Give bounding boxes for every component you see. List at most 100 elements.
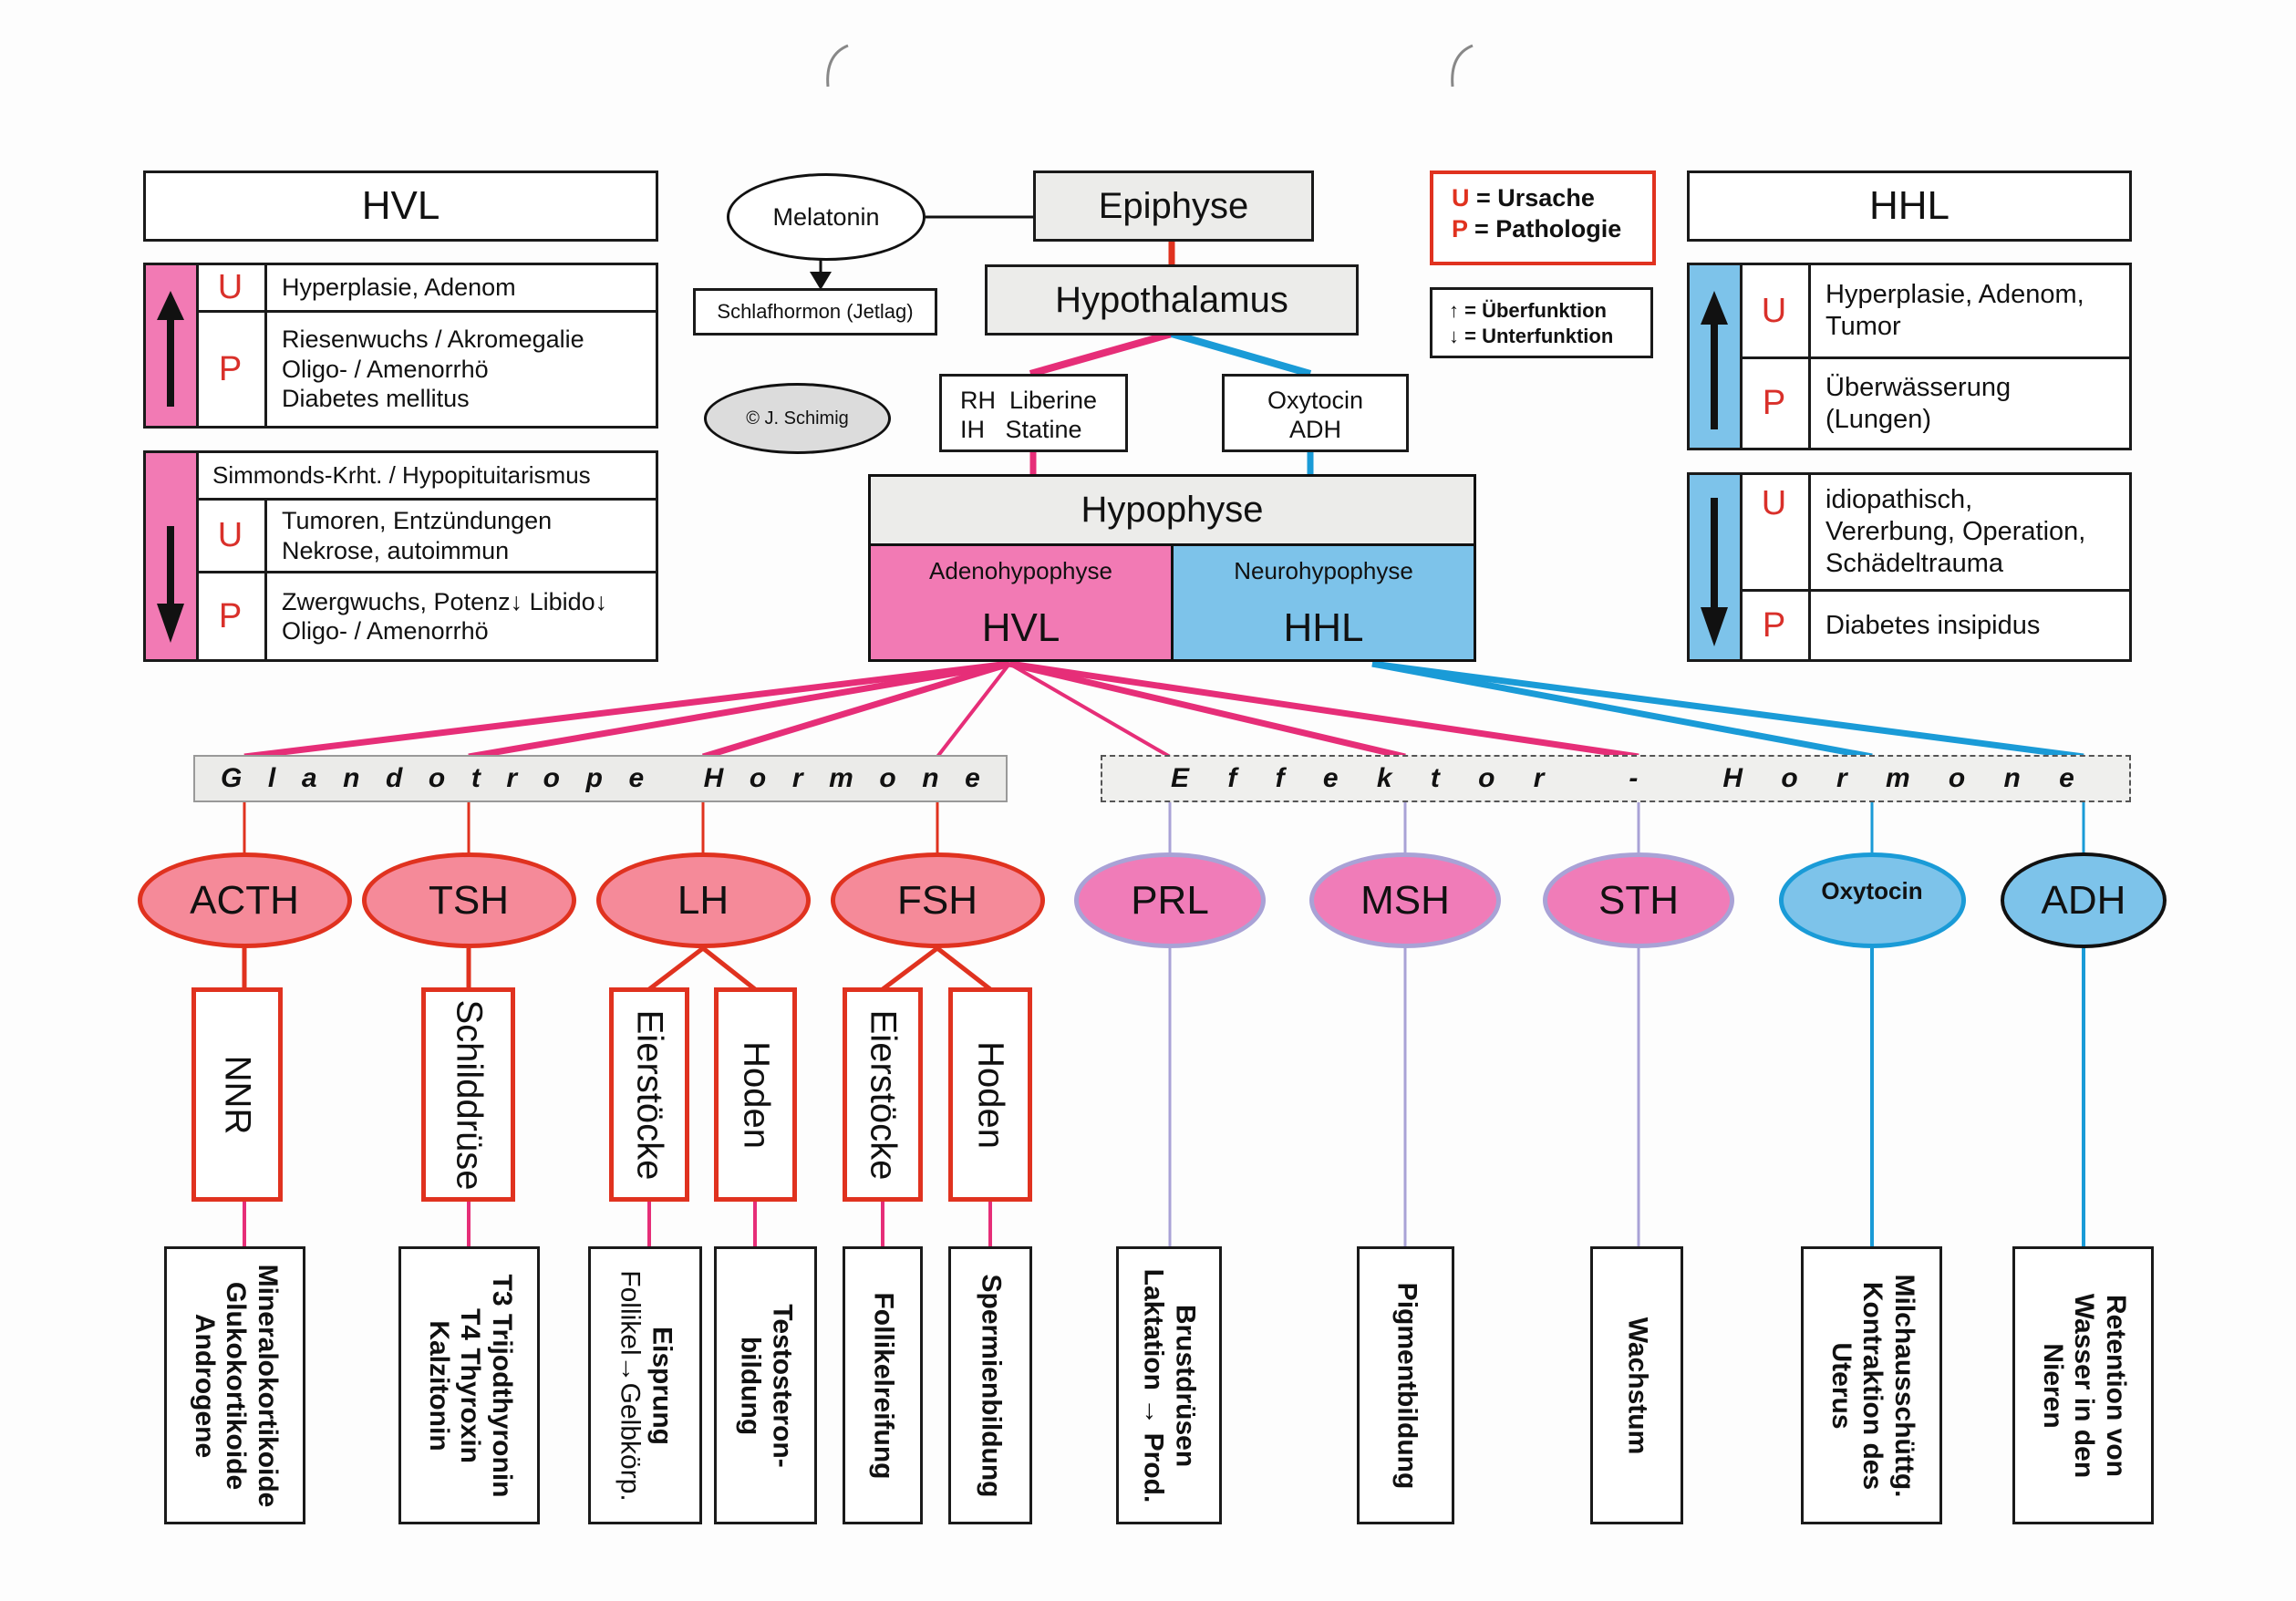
band-letter: o — [543, 763, 560, 793]
band-letter: n — [2003, 763, 2021, 793]
hvl-overfunction-table: U Hyperplasie, Adenom P Riesenwuchs / Ak… — [143, 263, 658, 429]
effect-line: Pigmentbildung — [1391, 1282, 1422, 1489]
band-letter: r — [1836, 763, 1847, 793]
p-letter: P — [196, 313, 267, 426]
hypophyse-block: Hypophyse Adenohypophyse HVL Neurohypoph… — [868, 474, 1476, 662]
gland-box-hoden: Hoden — [714, 987, 797, 1202]
effect-line: Mineralokortikoide — [252, 1264, 283, 1507]
effect-line: T3 Trijodthyronin — [486, 1274, 517, 1497]
effect-box: Testosteron-bildung — [714, 1246, 817, 1524]
gland-label: Eierstöcke — [863, 1009, 904, 1180]
band-letter: e — [1322, 763, 1339, 793]
wire-hypophyse-tsh — [468, 660, 1010, 760]
hvl-under-p-row: P Zwergwuchs, Potenz↓ Libido↓Oligo- / Am… — [196, 573, 656, 659]
effect-line: Wachstum — [1622, 1317, 1653, 1454]
arrow-down-icon — [157, 526, 184, 643]
gland-box-eierstöcke: Eierstöcke — [843, 987, 923, 1202]
band-letter: o — [1948, 763, 1966, 793]
band-letter: a — [301, 763, 317, 793]
effect-line: Nieren — [2037, 1342, 2068, 1429]
band-letter: o — [1781, 763, 1798, 793]
wire-hypophyse-prl — [1008, 662, 1172, 759]
hhl-under-p-text: Diabetes insipidus — [1825, 610, 2041, 640]
wire-hypophyse-oxytocin — [1371, 660, 1873, 760]
wire-hormone-gland — [936, 946, 992, 991]
hvl-under-header: Simmonds-Krht. / Hypopituitarismus — [196, 453, 656, 501]
band-letter: l — [267, 763, 276, 793]
wire-hypophyse-lh — [701, 660, 1011, 760]
schlafhormon-box: Schlafhormon (Jetlag) — [693, 288, 937, 336]
hvl-over-u-row: U Hyperplasie, Adenom — [196, 265, 656, 313]
legend-down-arrow: ↓ = Unterfunktion — [1449, 324, 1614, 347]
gland-label: Hoden — [970, 1040, 1011, 1149]
p-letter: P — [1740, 359, 1811, 448]
legend-p: P = Pathologie — [1452, 214, 1622, 243]
gland-box-eierstöcke: Eierstöcke — [609, 987, 689, 1202]
band-letter: t — [1430, 763, 1440, 793]
effect-line: T4 Thyroxin — [454, 1307, 485, 1463]
band-letter: n — [922, 763, 939, 793]
hormone-tsh: TSH — [361, 852, 576, 948]
band-letter: p — [585, 763, 603, 793]
u-letter: U — [196, 501, 267, 571]
hormone-sth: STH — [1543, 852, 1734, 948]
wire-hormone-gland — [701, 946, 757, 991]
band-letter: H — [703, 763, 724, 793]
band-letter: d — [386, 763, 403, 793]
adenohypophyse-label: Adenohypophyse — [929, 557, 1112, 584]
effect-box: Spermienbildung — [948, 1246, 1032, 1524]
effect-box: Follikelreifung — [843, 1246, 923, 1524]
legend-up-box: U = Ursache P = Pathologie — [1430, 170, 1656, 265]
legend-u: U = Ursache — [1452, 184, 1595, 212]
band-letter: m — [1885, 763, 1910, 793]
band-letter — [1583, 763, 1590, 794]
hhl-under-strip — [1690, 475, 1743, 659]
oxytocin-adh-box: Oxytocin ADH — [1222, 374, 1409, 452]
band-letter — [670, 763, 677, 794]
band-letter: r — [1533, 763, 1545, 793]
hvl-under-strip — [146, 453, 199, 659]
legend-arrows-box: ↑ = Überfunktion ↓ = Unterfunktion — [1430, 287, 1653, 358]
melatonin-node: Melatonin — [727, 173, 926, 261]
neurohypophyse-label: Neurohypophyse — [1234, 557, 1413, 584]
effect-line: Wasser in den — [2068, 1293, 2099, 1478]
band-letter: t — [471, 763, 481, 793]
band-letter: m — [829, 763, 853, 793]
wire-hypothalamus-rh — [1029, 330, 1174, 377]
effect-line: Milchausschüttg. — [1888, 1273, 1919, 1498]
band-letter: r — [506, 763, 518, 793]
hhl-over-u-row: U Hyperplasie, Adenom,Tumor — [1740, 265, 2129, 359]
hormone-prl: PRL — [1074, 852, 1266, 948]
effect-line: Follikel→Gelbkörp. — [615, 1269, 646, 1502]
hhl-under-u-row: U idiopathisch,Vererbung, Operation,Schä… — [1740, 475, 2129, 592]
u-letter: U — [1740, 265, 1811, 356]
band-letter: o — [1478, 763, 1495, 793]
band-letter — [1677, 763, 1684, 794]
hhl-panel-title: HHL — [1687, 170, 2132, 242]
effect-line: Eisprung — [646, 1326, 677, 1445]
band-letter: f — [1275, 763, 1285, 793]
neurohypophyse-cell: Neurohypophyse HHL — [1174, 546, 1474, 659]
band-letter: e — [965, 763, 980, 793]
hvl-over-u-text: Hyperplasie, Adenom — [282, 274, 516, 302]
hvl-over-strip — [146, 265, 199, 426]
effect-line: Brustdrüsen — [1170, 1304, 1201, 1467]
band-letter: e — [2059, 763, 2074, 793]
wire-hypophyse-fsh — [936, 662, 1011, 759]
band-letter: o — [879, 763, 896, 793]
arrow-up-icon — [157, 291, 184, 407]
band-letter: - — [1629, 763, 1639, 793]
effect-line: Laktation → Prod. — [1139, 1268, 1169, 1503]
effect-line: Retention von — [2100, 1294, 2131, 1477]
hvl-underfunction-table: Simmonds-Krht. / Hypopituitarismus U Tum… — [143, 450, 658, 662]
hormone-adh: ADH — [2001, 852, 2167, 948]
wire-hypophyse-sth — [1008, 660, 1639, 760]
band-letter: k — [1376, 763, 1392, 793]
